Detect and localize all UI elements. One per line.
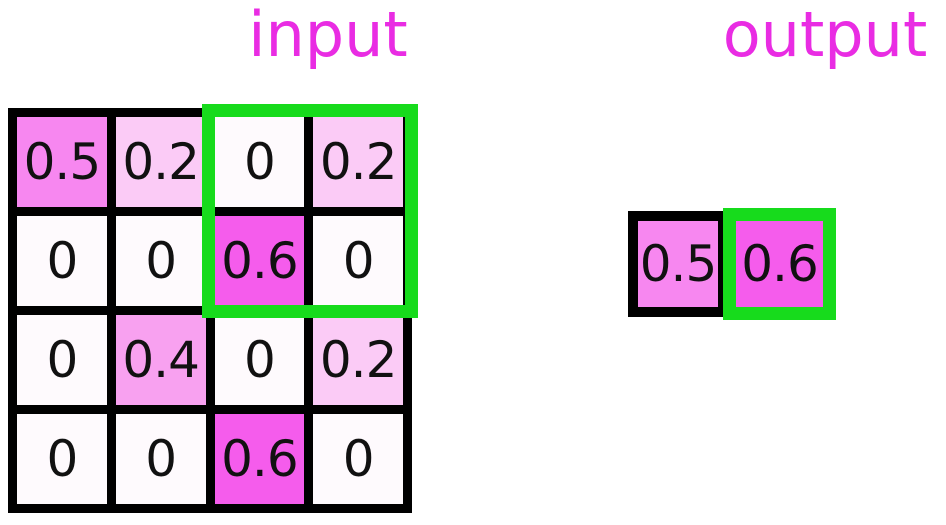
input-cell: 0 [17, 315, 107, 405]
input-cell: 0.4 [115, 315, 206, 405]
input-cell: 0.6 [214, 414, 305, 504]
input-cell: 0.2 [313, 315, 403, 405]
input-cell: 0 [115, 216, 206, 306]
input-cell: 0.2 [313, 117, 403, 207]
input-cell: 0 [115, 414, 206, 504]
input-cell: 0.5 [17, 117, 107, 207]
input-cell: 0 [17, 414, 107, 504]
output-cell: 0.5 [628, 211, 728, 317]
input-cell: 0.2 [115, 117, 206, 207]
input-cell: 0 [214, 315, 305, 405]
input-cell: 0 [17, 216, 107, 306]
input-cell: 0 [214, 117, 305, 207]
input-cell: 0.6 [214, 216, 305, 306]
output-title: output [722, 0, 928, 71]
input-grid: 0.5 0.2 0 0.2 0 0 0.6 0 0 0.4 0 0.2 0 0 … [8, 108, 412, 513]
input-cell: 0 [313, 216, 403, 306]
input-cell: 0 [313, 414, 403, 504]
output-cell-highlighted: 0.6 [723, 208, 836, 320]
input-title: input [248, 0, 408, 71]
